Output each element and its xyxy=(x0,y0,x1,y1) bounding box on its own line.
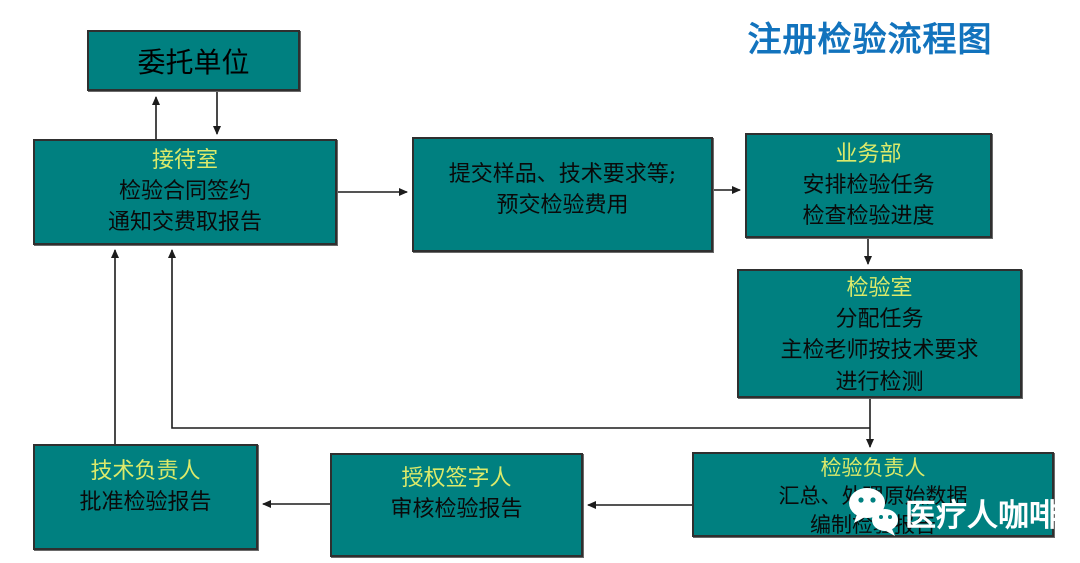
wechat-bubbles-icon xyxy=(849,488,898,536)
node-lab-line: 分配任务 xyxy=(835,307,924,333)
node-reception-line: 检验合同签约 xyxy=(118,179,251,205)
node-signatory-title: 授权签字人 xyxy=(401,466,512,491)
node-business-line: 检查检验进度 xyxy=(802,204,935,230)
node-business: 业务部 安排检验任务 检查检验进度 xyxy=(745,133,992,238)
node-inspection-leader-title: 检验负责人 xyxy=(820,456,926,480)
node-submit: 提交样品、技术要求等; 预交检验费用 xyxy=(412,137,713,252)
node-signatory: 授权签字人 审核检验报告 xyxy=(330,453,583,557)
node-reception-title: 接待室 xyxy=(151,148,218,173)
node-business-title: 业务部 xyxy=(835,142,902,167)
node-lab: 检验室 分配任务 主检老师按技术要求 进行检测 xyxy=(737,269,1022,398)
node-submit-line: 预交检验费用 xyxy=(496,193,629,219)
node-lab-line: 主检老师按技术要求 xyxy=(780,338,979,364)
node-business-line: 安排检验任务 xyxy=(802,173,935,199)
node-lab-title: 检验室 xyxy=(846,276,913,301)
node-lab-line: 进行检测 xyxy=(835,369,924,395)
page-title: 注册检验流程图 xyxy=(747,20,993,60)
node-signatory-line: 审核检验报告 xyxy=(390,497,523,523)
node-tech-leader-line: 批准检验报告 xyxy=(79,490,212,516)
node-tech-leader-title: 技术负责人 xyxy=(90,459,201,484)
watermark: 医疗人咖啡 xyxy=(845,486,1060,538)
node-client-label: 委托单位 xyxy=(137,45,250,79)
node-tech-leader: 技术负责人 批准检验报告 xyxy=(33,444,258,550)
node-submit-line: 提交样品、技术要求等; xyxy=(448,162,677,187)
node-client: 委托单位 xyxy=(87,30,300,91)
watermark-text: 医疗人咖啡 xyxy=(905,497,1060,534)
node-reception: 接待室 检验合同签约 通知交费取报告 xyxy=(33,139,337,245)
node-reception-line: 通知交费取报告 xyxy=(107,210,262,236)
